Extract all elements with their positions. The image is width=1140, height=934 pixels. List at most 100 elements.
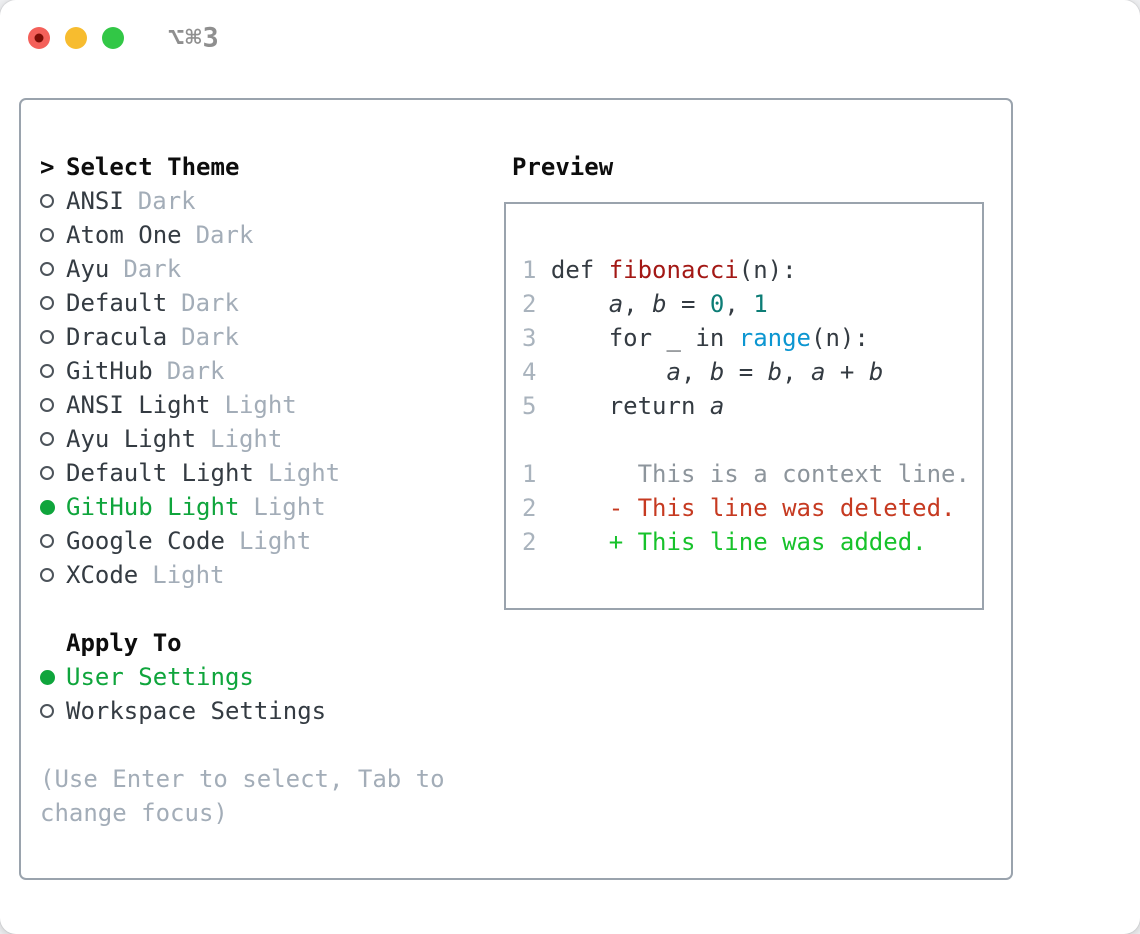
code-line: 2 - This line was deleted. (522, 491, 972, 525)
apply-option-workspace-settings[interactable]: Workspace Settings (40, 694, 488, 728)
code-token-plain: return (550, 392, 710, 420)
radio-icon (40, 228, 54, 242)
theme-name: Ayu Light (66, 425, 197, 453)
code-token-var: a (709, 392, 725, 420)
code-token-var: b (709, 358, 725, 386)
code-token-plain: def (550, 256, 609, 284)
theme-name: XCode (66, 561, 139, 589)
code-token-deleted: - This line was deleted. (608, 494, 956, 522)
radio-icon (40, 364, 54, 378)
code-token-plain: , (724, 290, 754, 318)
radio-icon (40, 398, 54, 412)
code-token-plain: (n): (738, 256, 797, 284)
code-token-plain: + (825, 358, 869, 386)
code-line: 3 for _ in range(n): (522, 321, 972, 355)
theme-name: Default Light (66, 459, 254, 487)
minimize-button[interactable] (65, 27, 87, 49)
line-number: 1 (522, 256, 551, 284)
theme-option-atom-one[interactable]: Atom One Dark (40, 218, 488, 252)
code-token-plain: = (724, 358, 768, 386)
radio-icon (40, 466, 54, 480)
code-line: 2 + This line was added. (522, 525, 972, 559)
apply-option-user-settings[interactable]: User Settings (40, 660, 488, 694)
line-number: 2 (522, 494, 551, 522)
select-theme-header: > Select Theme (40, 150, 488, 184)
theme-variant-tag: Light (210, 425, 283, 453)
code-token-plain: = (666, 290, 710, 318)
apply-to-header: Apply To (40, 626, 488, 660)
theme-variant-tag: Dark (195, 221, 254, 249)
code-token-plain: for _ in (550, 324, 739, 352)
code-token-plain: , (623, 290, 653, 318)
theme-variant-tag: Dark (123, 255, 182, 283)
theme-option-ansi-light[interactable]: ANSI Light Light (40, 388, 488, 422)
theme-name: Dracula (66, 323, 168, 351)
titlebar: ⌥⌘3 (0, 0, 1140, 76)
theme-name: Default (66, 289, 168, 317)
selection-arrow-icon: > (40, 153, 55, 181)
line-number: 2 (522, 528, 551, 556)
code-token-var: a (666, 358, 681, 386)
theme-name: GitHub Light (66, 493, 240, 521)
theme-variant-tag: Light (224, 391, 297, 419)
radio-icon (40, 330, 54, 344)
code-line: 1 This is a context line. (522, 457, 972, 491)
theme-name: ANSI Light (66, 391, 211, 419)
code-line: 5 return a (522, 389, 972, 423)
code-token-plain: , (782, 358, 812, 386)
traffic-lights (28, 27, 124, 49)
preview-title: Preview (512, 153, 614, 181)
theme-variant-tag: Light (253, 493, 326, 521)
line-number: 1 (522, 460, 551, 488)
radio-icon (40, 432, 54, 446)
code-token-plain (551, 494, 609, 522)
code-line: 4 a, b = b, a + b (522, 355, 972, 389)
code-token-var: a (608, 290, 624, 318)
apply-option-name: Workspace Settings (66, 697, 327, 725)
theme-name: Atom One (66, 221, 182, 249)
code-token-var: a (811, 358, 826, 386)
theme-name: GitHub (66, 357, 153, 385)
theme-variant-tag: Light (238, 527, 312, 555)
theme-option-google-code[interactable]: Google Code Light (40, 524, 488, 558)
code-token-added: + This line was added. (608, 528, 927, 556)
theme-option-ayu-light[interactable]: Ayu Light Light (40, 422, 488, 456)
apply-option-name: User Settings (66, 663, 254, 691)
code-token-context: This is a context line. (550, 460, 970, 488)
select-theme-title: Select Theme (66, 153, 240, 181)
blank-line (522, 423, 972, 457)
theme-name: Google Code (66, 527, 225, 555)
radio-icon (40, 262, 54, 276)
code-token-num: 0 (709, 290, 725, 318)
code-token-plain (551, 528, 609, 556)
preview-column: Preview 1 def fibonacci(n):2 a, b = 0, 1… (504, 150, 990, 610)
zoom-button[interactable] (102, 27, 124, 49)
theme-option-github-light[interactable]: GitHub Light Light (40, 490, 488, 524)
code-token-num: 1 (753, 290, 768, 318)
line-number: 3 (522, 324, 551, 352)
line-number: 5 (522, 392, 551, 420)
code-token-builtin: range (738, 324, 811, 352)
code-token-var: b (652, 290, 667, 318)
code-line: 2 a, b = 0, 1 (522, 287, 972, 321)
code-token-var: b (767, 358, 783, 386)
code-token-plain: (n): (811, 324, 869, 352)
close-button[interactable] (28, 27, 50, 49)
line-number: 4 (522, 358, 551, 386)
radio-selected-icon (40, 499, 55, 515)
radio-icon (40, 568, 54, 582)
help-text: (Use Enter to select, Tab to change focu… (40, 765, 445, 827)
radio-icon (40, 534, 54, 548)
